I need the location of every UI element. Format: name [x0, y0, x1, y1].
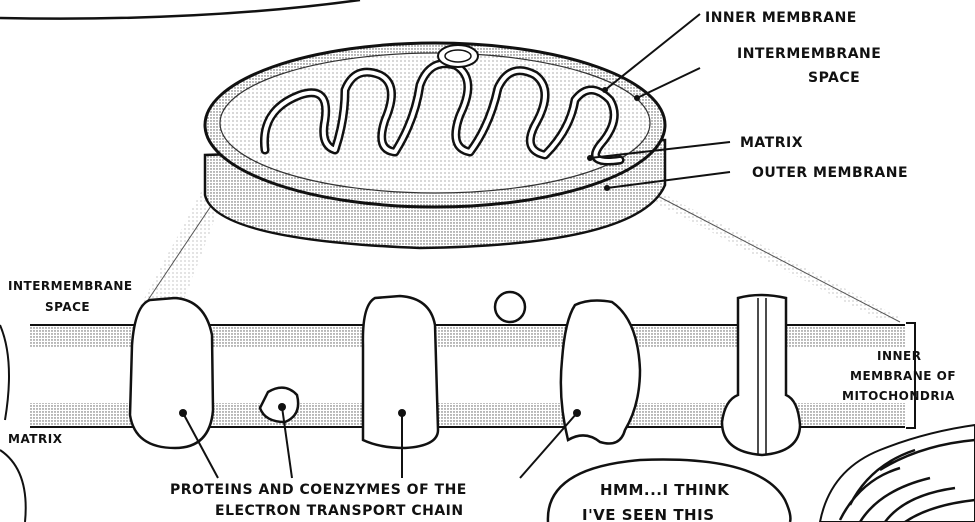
- protein-complex-2: [363, 296, 438, 448]
- speech-bubble-top: [0, 0, 360, 19]
- character-hair: [820, 425, 975, 522]
- protein-complex-1: [130, 298, 213, 448]
- label-intermembrane-space-2: SPACE: [45, 300, 90, 314]
- label-inner-membrane-mito-3: MITOCHONDRIA: [842, 389, 955, 403]
- label-intermembrane-space: INTERMEMBRANE: [8, 279, 133, 293]
- mitochondrion-illustration: [205, 43, 665, 248]
- speech-line-2: I'VE SEEN THIS: [582, 506, 715, 522]
- label-intermembrane-space-top: INTERMEMBRANE: [737, 46, 881, 62]
- label-matrix: MATRIX: [8, 432, 63, 446]
- protein-complex-3: [561, 301, 640, 444]
- label-inner-membrane: INNER MEMBRANE: [705, 10, 857, 26]
- label-intermembrane-space-top-2: SPACE: [808, 70, 860, 86]
- label-electron-transport-chain: ELECTRON TRANSPORT CHAIN: [215, 503, 464, 519]
- left-edge-figure: [0, 325, 26, 522]
- speech-line-1: HMM...I THINK: [600, 481, 730, 499]
- label-matrix-top: MATRIX: [740, 135, 803, 151]
- label-outer-membrane: OUTER MEMBRANE: [752, 165, 908, 181]
- coenzyme-small-2: [495, 292, 525, 322]
- speech-bubble: HMM...I THINK I'VE SEEN THIS: [548, 460, 791, 522]
- label-inner-membrane-mito-1: INNER: [877, 349, 922, 363]
- label-proteins-coenzymes: PROTEINS AND COENZYMES OF THE: [170, 482, 467, 498]
- label-inner-membrane-mito-2: MEMBRANE OF: [850, 369, 956, 383]
